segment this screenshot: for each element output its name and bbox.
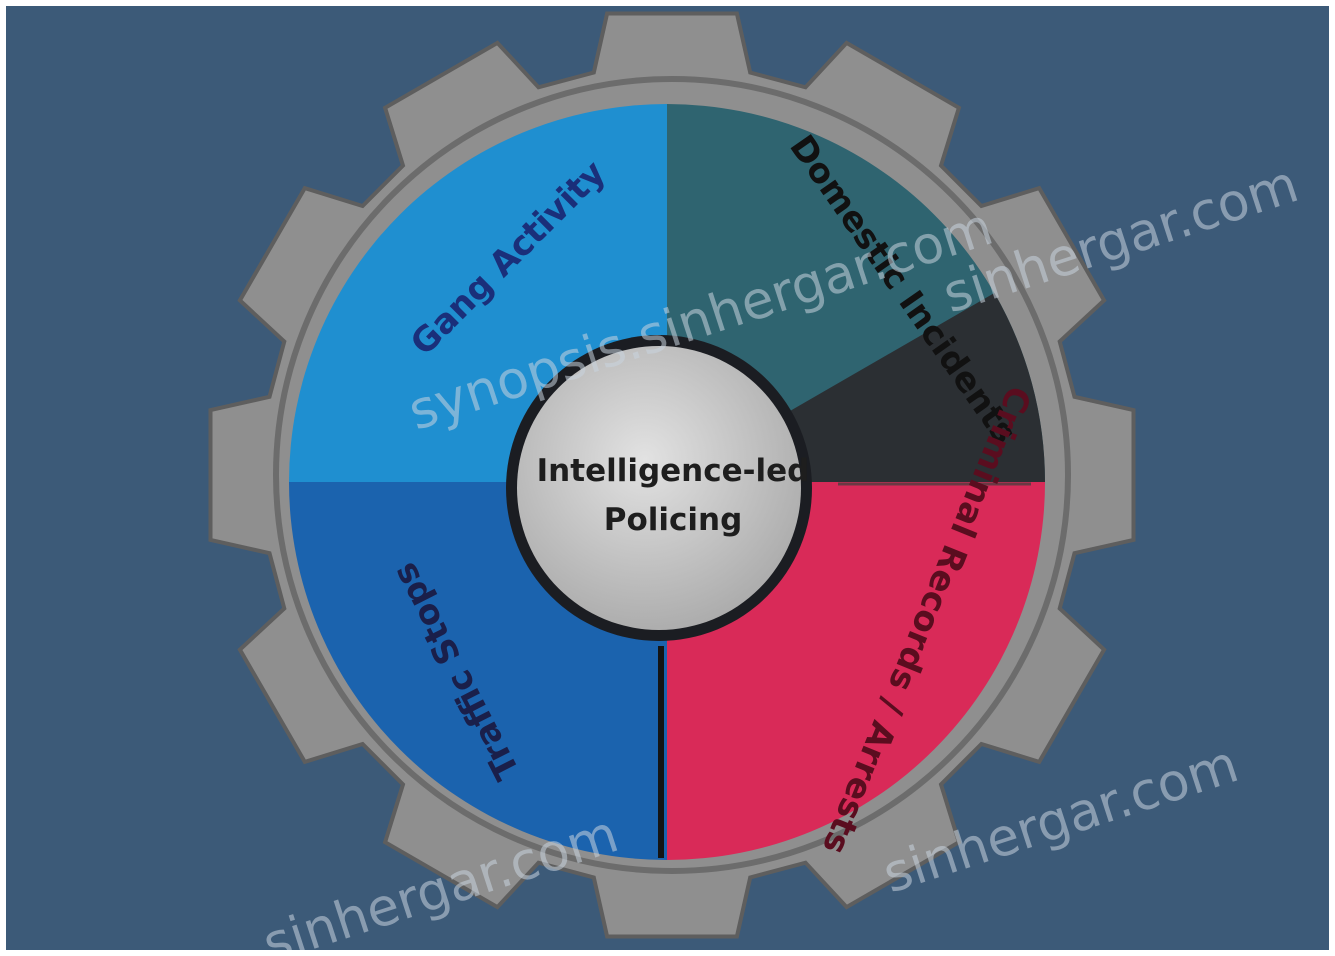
- diagram-stage: Gang Activity Domestic Incidents Crimina…: [6, 6, 1329, 950]
- segment-gang-activity: [289, 104, 667, 482]
- center-label-line-2: Policing: [604, 502, 743, 538]
- center-label-line-1: Intelligence-led: [537, 453, 810, 489]
- gear-inner-rim: [273, 76, 1071, 874]
- gear-diagram: Gang Activity Domestic Incidents Crimina…: [208, 11, 1305, 950]
- segment-domestic-incidents-shade: [788, 293, 1045, 482]
- hub-circle: [517, 346, 801, 630]
- segment-traffic-stops: [289, 482, 667, 860]
- segment-criminal-records-arrests: [667, 482, 1045, 860]
